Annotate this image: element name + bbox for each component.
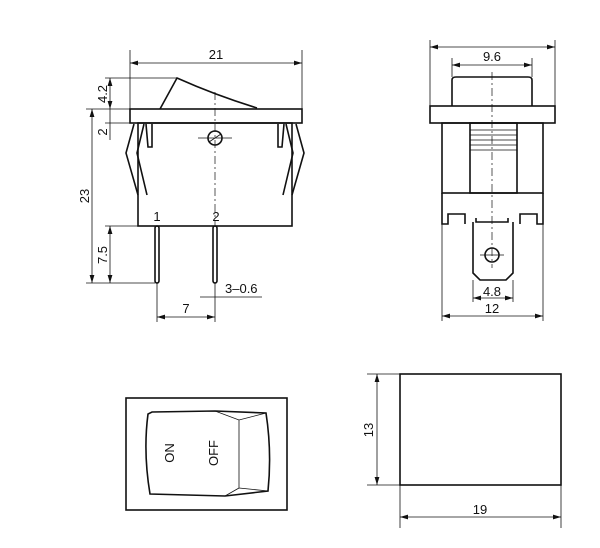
dim-rocker-height: 4.2 — [95, 85, 110, 103]
dim-pin-length: 7.5 — [95, 246, 110, 264]
dim-pin-spacing: 7 — [182, 301, 189, 316]
dim-body-width: 12 — [485, 301, 499, 316]
dim-tab-width: 4.8 — [483, 284, 501, 299]
pin-label-1: 1 — [153, 209, 160, 224]
top-view: ON OFF — [125, 397, 288, 511]
dim-width: 21 — [209, 47, 223, 62]
dim-cutout-width: 19 — [473, 502, 487, 517]
dim-body-height: 23 — [77, 189, 92, 203]
side-view: 21 1 2 4.2 2 23 7.5 7 3–0.6 — [77, 47, 305, 322]
dim-cutout-height: 13 — [361, 423, 376, 437]
dim-pin-size: 3–0.6 — [225, 281, 258, 296]
dim-rocker-width: 9.6 — [483, 49, 501, 64]
pin-label-2: 2 — [212, 209, 219, 224]
front-view: 9.6 4.8 12 — [429, 40, 556, 321]
label-on: ON — [162, 443, 177, 463]
cutout-view: 13 19 — [361, 373, 562, 528]
label-off: OFF — [206, 440, 221, 466]
dim-flange: 2 — [95, 128, 110, 135]
